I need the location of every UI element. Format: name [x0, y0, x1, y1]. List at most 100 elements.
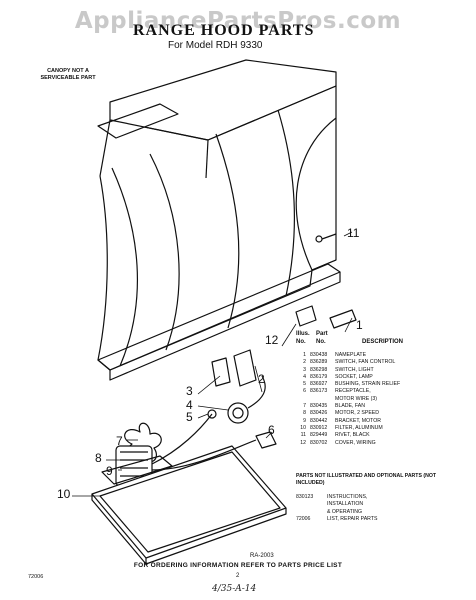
cell-part-no: 829449 — [310, 432, 328, 439]
page-title: RANGE HOOD PARTS — [133, 22, 315, 39]
cell-illus-no: 3 — [303, 366, 306, 373]
callout-6: 6 — [268, 423, 275, 437]
table-row: 3 836298 SWITCH, LIGHT — [296, 367, 474, 374]
cell-illus-no: 2 — [303, 359, 306, 366]
cell-part-no: 72006 — [296, 515, 311, 522]
cell-part-no — [310, 396, 335, 403]
cell-description: NAMEPLATE — [335, 352, 367, 358]
cell-part-no — [296, 501, 327, 508]
bottom-left-code: 72006 — [28, 574, 44, 580]
cell-description: BLADE, FAN — [335, 403, 365, 410]
cell-part-no: 836173 — [310, 388, 328, 395]
table-row: 7 830435 BLADE, FAN — [296, 403, 474, 410]
fan-blade — [124, 422, 162, 463]
cell-illus-no: 6 — [303, 388, 306, 395]
cell-description: LIST, REPAIR PARTS — [327, 515, 378, 522]
callout-9: 9 — [106, 464, 113, 478]
cell-description: RECEPTACLE, — [335, 388, 371, 395]
cell-part-no: 830435 — [310, 403, 328, 410]
table-row: 1 830438 NAMEPLATE — [296, 352, 474, 359]
switch-fan — [233, 349, 257, 387]
cell-illus-no: 5 — [303, 381, 306, 388]
cell-part-no: 830912 — [310, 424, 328, 431]
switch-light — [211, 357, 231, 387]
cell-part-no: 830442 — [310, 417, 328, 424]
callout-11: 11 — [347, 226, 360, 240]
table-header-illus: Illus. No. — [296, 330, 326, 346]
cell-illus-no: 12 — [300, 439, 306, 446]
table-row: 4 836179 SOCKET, LAMP — [296, 374, 474, 381]
cell-description: SWITCH, LIGHT — [335, 366, 374, 373]
callout-1: 1 — [356, 318, 363, 332]
cell-illus-no — [296, 396, 310, 403]
cell-part-no: 830426 — [310, 410, 328, 417]
cell-part-no: 836289 — [310, 359, 328, 366]
callout-12: 12 — [265, 333, 279, 347]
canopy-cutout — [97, 103, 179, 139]
receptacle — [255, 431, 277, 449]
cell-illus-no: 7 — [303, 403, 306, 410]
canopy-label: CANOPY NOT A SERVICEABLE PART — [40, 68, 96, 81]
cell-part-no: 830702 — [310, 439, 328, 446]
cell-description: RIVET, BLACK — [335, 432, 370, 439]
ordering-footer: FOR ORDERING INFORMATION REFER TO PARTS … — [133, 562, 343, 569]
callout-8: 8 — [95, 451, 102, 465]
table-row: 6 836173 RECEPTACLE, — [296, 388, 474, 395]
table-row: 2 836289 SWITCH, FAN CONTROL — [296, 359, 474, 366]
table-header-part: Part No. — [316, 330, 346, 346]
callout-4: 4 — [186, 398, 193, 412]
table-row: MOTOR WIRE (3) — [296, 396, 474, 403]
cell-part-no: 836298 — [310, 366, 328, 373]
table-header-desc: DESCRIPTION — [362, 339, 404, 345]
model-line: For Model RDH 9330 — [168, 40, 263, 51]
cell-illus-no: 1 — [303, 352, 306, 358]
rivet — [315, 235, 323, 243]
table-row: INSTALLATION — [296, 501, 474, 508]
callout-2: 2 — [258, 372, 265, 386]
cell-description: FILTER, ALUMINUM — [335, 424, 383, 431]
table-row: 5 836927 BUSHING, STRAIN RELIEF — [296, 381, 474, 388]
header-illus-label: Illus. — [296, 331, 310, 337]
cell-illus-no: 9 — [303, 417, 306, 424]
cell-description: SOCKET, LAMP — [335, 373, 373, 380]
cell-illus-no: 10 — [300, 424, 306, 431]
hood-curve-1 — [111, 167, 138, 367]
cell-part-no: 836927 — [310, 381, 328, 388]
callout-7: 7 — [116, 434, 123, 448]
cell-illus-no: 8 — [303, 410, 306, 417]
cell-part-no: 836179 — [310, 373, 328, 380]
header-illus-no: No. — [296, 339, 306, 345]
table-row: 72006 LIST, REPAIR PARTS — [296, 516, 474, 523]
parts-list: 1 830438 NAMEPLATE 2 836289 SWITCH, FAN CONTR… — [296, 352, 474, 447]
cell-description: COVER, WIRING — [335, 439, 376, 446]
figure-code: RA-2003 — [250, 553, 274, 559]
cell-illus-no: 4 — [303, 373, 306, 380]
cell-description: MOTOR WIRE (3) — [335, 395, 377, 402]
table-row: 12 830702 COVER, WIRING — [296, 440, 474, 447]
hood-body — [99, 85, 337, 271]
cell-description: BUSHING, STRAIN RELIEF — [335, 381, 401, 388]
page-number: 2 — [236, 573, 240, 579]
cell-part-no: 830123 — [296, 494, 314, 500]
cell-part-no — [296, 509, 327, 516]
nameplate — [329, 309, 357, 329]
table-row: & OPERATING — [296, 509, 474, 516]
header-part-no: No. — [316, 339, 326, 345]
table-row: 10 830912 FILTER, ALUMINUM — [296, 425, 474, 432]
table-row: 11 829449 RIVET, BLACK — [296, 432, 474, 439]
hood-curve-3 — [215, 133, 240, 329]
cell-part-no: 830438 — [310, 352, 328, 358]
cell-illus-no: 11 — [300, 432, 306, 439]
lamp-socket — [227, 402, 249, 424]
hood-curve-2 — [149, 153, 180, 351]
cell-description: MOTOR, 2 SPEED — [335, 410, 380, 417]
watermark: AppliancePartsPros.com — [74, 8, 402, 34]
cell-description: SWITCH, FAN CONTROL — [335, 359, 396, 366]
wiring-cover — [295, 305, 317, 327]
header-part-label: Part — [316, 331, 328, 337]
callout-3: 3 — [186, 384, 193, 398]
